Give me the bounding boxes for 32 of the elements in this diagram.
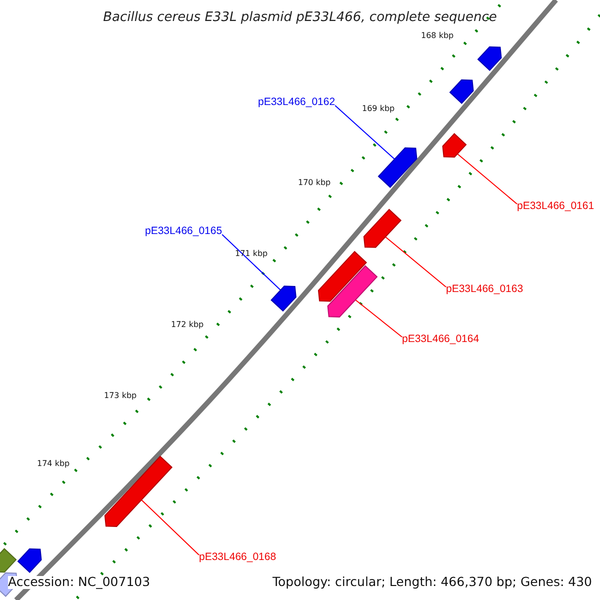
gene-feature xyxy=(0,548,17,573)
gene-feature xyxy=(378,147,418,188)
leader-line xyxy=(140,499,200,556)
gene-feature xyxy=(363,208,402,248)
tick-label: 173 kbp xyxy=(104,392,137,400)
leader-line xyxy=(222,234,282,291)
accession-text: Accession: NC_007103 xyxy=(8,576,150,588)
title: Bacillus cereus E33L plasmid pE33L466, complete sequence xyxy=(102,11,498,24)
tick-label: 169 kbp xyxy=(362,105,395,113)
gene-feature xyxy=(318,250,368,302)
tick-label: 170 kbp xyxy=(298,179,331,187)
gene-feature xyxy=(17,548,42,573)
tick-label: 168 kbp xyxy=(421,32,454,40)
leader-line xyxy=(384,236,446,288)
gene-feature xyxy=(442,133,467,158)
tick-label: 174 kbp xyxy=(37,460,70,468)
gene-feature xyxy=(477,46,502,71)
gene-feature xyxy=(104,456,173,528)
gene-feature xyxy=(327,265,378,318)
leader-line xyxy=(334,105,396,160)
sequence-info-text: Topology: circular; Length: 466,370 bp; Genes: 430 xyxy=(272,576,592,588)
gene-label: pE33L466_0161 xyxy=(517,201,594,212)
tick-label: 172 kbp xyxy=(171,321,204,329)
gene-feature xyxy=(270,286,296,312)
gene-label: pE33L466_0163 xyxy=(446,284,524,294)
leader-line xyxy=(456,153,518,204)
gene-label: pE33L466_0164 xyxy=(402,334,480,344)
gene-feature xyxy=(449,79,474,104)
leader-line xyxy=(354,299,402,338)
gene-label: pE33L466_0168 xyxy=(199,552,276,562)
gene-label: pE33L466_0162 xyxy=(258,97,336,108)
gene-label: pE33L466_0165 xyxy=(145,226,222,236)
